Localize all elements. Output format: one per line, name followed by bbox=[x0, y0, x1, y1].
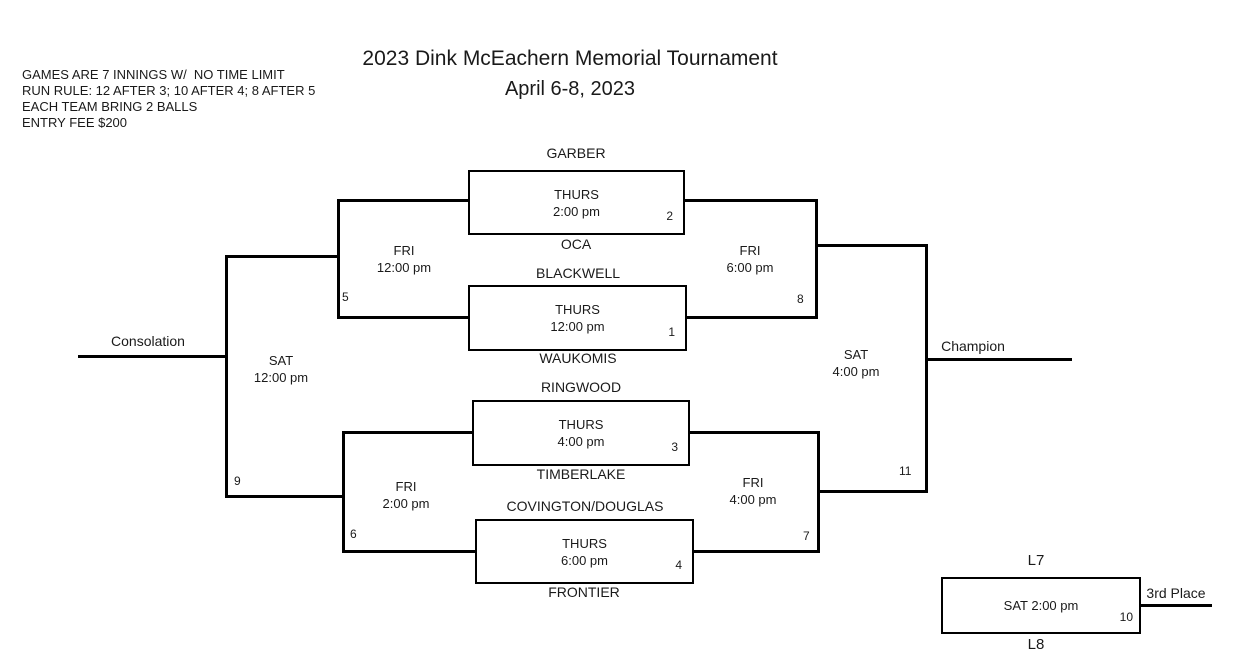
game-9-schedule: SAT 12:00 pm bbox=[254, 352, 308, 386]
game-10-number: 10 bbox=[1119, 610, 1133, 624]
bracket-game5-vertical bbox=[337, 199, 340, 319]
consolation-line bbox=[78, 355, 225, 358]
game-6-schedule: FRI 2:00 pm bbox=[383, 478, 430, 512]
game-10-box: SAT 2:00 pm 10 bbox=[941, 577, 1141, 634]
game-6-number: 6 bbox=[350, 527, 357, 541]
third-place-label: 3rd Place bbox=[1146, 585, 1206, 601]
game-2-number: 2 bbox=[666, 209, 673, 223]
game-9-day: SAT bbox=[268, 353, 294, 368]
game-11-day: SAT bbox=[843, 347, 869, 362]
game-11-number: 11 bbox=[899, 464, 912, 478]
bracket-game11-vertical bbox=[925, 244, 928, 493]
game-10-source-bottom: L8 bbox=[1027, 636, 1045, 653]
game-3-day: THURS bbox=[558, 417, 604, 432]
connector-game1-right bbox=[687, 316, 815, 319]
team-label-garber: GARBER bbox=[546, 145, 606, 161]
game-10-schedule: SAT 2:00 pm bbox=[1003, 598, 1079, 613]
game-8-time: 6:00 pm bbox=[726, 260, 774, 275]
rule-line-balls: EACH TEAM BRING 2 BALLS bbox=[22, 99, 198, 114]
bracket-game9-vertical bbox=[225, 255, 228, 498]
game-6-day: FRI bbox=[395, 479, 417, 494]
game-2-day: THURS bbox=[554, 186, 599, 202]
tournament-title: 2023 Dink McEachern Memorial Tournament bbox=[362, 47, 778, 70]
game-10-source-top: L7 bbox=[1027, 552, 1045, 569]
game-4-box: THURS 6:00 pm 4 bbox=[475, 519, 694, 584]
team-label-blackwell: BLACKWELL bbox=[535, 265, 621, 281]
connector-game5-out bbox=[225, 255, 337, 258]
game-2-box: THURS 2:00 pm 2 bbox=[468, 170, 685, 235]
game-1-time: 12:00 pm bbox=[550, 319, 605, 334]
game-3-number: 3 bbox=[671, 440, 678, 454]
team-label-waukomis: WAUKOMIS bbox=[539, 350, 617, 366]
game-9-number: 9 bbox=[234, 474, 241, 488]
game-9-time: 12:00 pm bbox=[253, 370, 309, 385]
game-1-number: 1 bbox=[668, 325, 675, 339]
team-label-ringwood: RINGWOOD bbox=[540, 379, 622, 395]
third-place-line bbox=[1141, 604, 1212, 607]
game-5-day: FRI bbox=[393, 243, 415, 258]
rule-line-innings: GAMES ARE 7 INNINGS W/ NO TIME LIMIT bbox=[22, 67, 285, 82]
rule-line-run-rule: RUN RULE: 12 AFTER 3; 10 AFTER 4; 8 AFTE… bbox=[22, 83, 316, 98]
game-11-schedule: SAT 4:00 pm bbox=[833, 346, 880, 380]
game-4-time: 6:00 pm bbox=[561, 552, 608, 568]
connector-game3-right bbox=[690, 431, 817, 434]
rule-line-entry-fee: ENTRY FEE $200 bbox=[22, 115, 128, 130]
game-7-number: 7 bbox=[803, 529, 810, 543]
game-8-number: 8 bbox=[797, 292, 804, 306]
game-7-day: FRI bbox=[742, 475, 764, 490]
connector-game2-right bbox=[685, 199, 815, 202]
connector-game1-left bbox=[337, 316, 468, 319]
team-label-frontier: FRONTIER bbox=[548, 584, 620, 600]
bracket-game8-vertical bbox=[815, 199, 818, 319]
champion-label: Champion bbox=[941, 338, 1005, 354]
tournament-dates: April 6-8, 2023 bbox=[504, 78, 636, 100]
connector-game4-right bbox=[694, 550, 817, 553]
game-1-day: THURS bbox=[555, 302, 600, 317]
game-2-time: 2:00 pm bbox=[553, 203, 600, 219]
game-3-time: 4:00 pm bbox=[557, 434, 605, 449]
connector-game6-out bbox=[225, 495, 342, 498]
team-label-timberlake: TIMBERLAKE bbox=[536, 466, 626, 482]
game-6-time: 2:00 pm bbox=[382, 496, 430, 511]
team-label-oca: OCA bbox=[560, 236, 592, 252]
connector-game2-left bbox=[337, 199, 468, 202]
game-5-number: 5 bbox=[342, 290, 349, 304]
game-7-time: 4:00 pm bbox=[729, 492, 777, 507]
game-8-schedule: FRI 6:00 pm bbox=[727, 242, 774, 276]
header: 2023 Dink McEachern Memorial Tournament … bbox=[170, 46, 970, 102]
connector-game7-out bbox=[817, 490, 925, 493]
game-1-box: THURS 12:00 pm 1 bbox=[468, 285, 687, 351]
game-7-schedule: FRI 4:00 pm bbox=[730, 474, 777, 508]
team-label-covington-douglas: COVINGTON/DOUGLAS bbox=[506, 498, 664, 514]
game-4-day: THURS bbox=[562, 535, 607, 551]
connector-game8-out bbox=[815, 244, 925, 247]
rules-text: GAMES ARE 7 INNINGS W/ NO TIME LIMIT RUN… bbox=[22, 67, 315, 131]
connector-game3-left bbox=[342, 431, 472, 434]
game-8-day: FRI bbox=[739, 243, 761, 258]
game-5-time: 12:00 pm bbox=[376, 260, 432, 275]
connector-game4-left bbox=[342, 550, 475, 553]
consolation-label: Consolation bbox=[111, 333, 185, 349]
game-3-box: THURS 4:00 pm 3 bbox=[472, 400, 690, 466]
game-4-number: 4 bbox=[675, 558, 682, 572]
game-5-schedule: FRI 12:00 pm bbox=[377, 242, 431, 276]
bracket-game6-vertical bbox=[342, 431, 345, 553]
game-11-time: 4:00 pm bbox=[832, 364, 880, 379]
champion-line bbox=[925, 358, 1072, 361]
